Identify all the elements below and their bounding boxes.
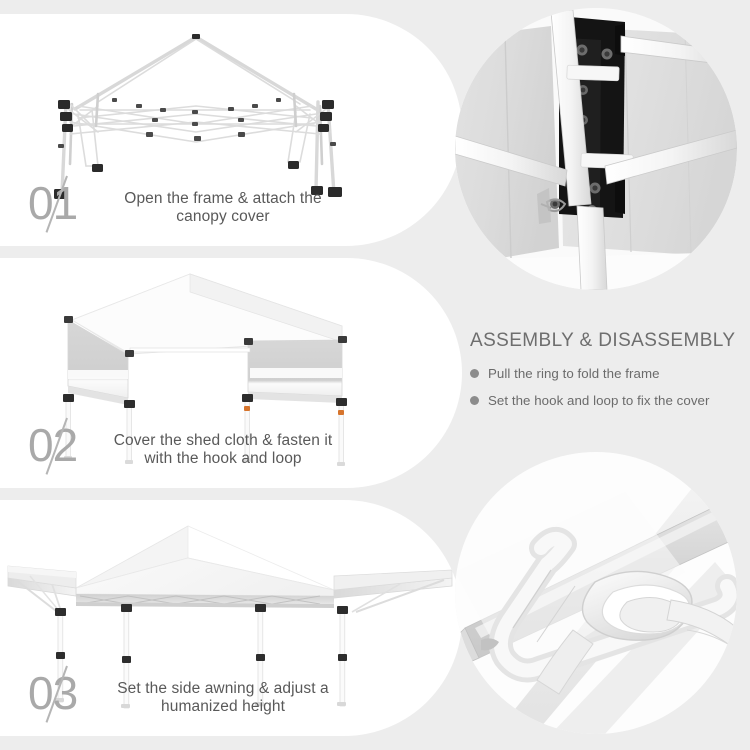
bullet-icon xyxy=(470,369,479,378)
step-number-wrap-03: 03 xyxy=(28,665,92,726)
photo-hook-and-loop-strap-detail xyxy=(455,452,737,734)
step-text-03: Set the side awning & adjust a humanized… xyxy=(117,680,329,715)
assembly-list-item: Pull the ring to fold the frame xyxy=(470,366,745,381)
step-panel-02: 02 Cover the shed cloth & fasten it with… xyxy=(0,258,462,488)
step-text-02: Cover the shed cloth & fasten it with th… xyxy=(113,432,333,467)
step-number-01: 01 xyxy=(28,177,78,229)
step-caption-03: 03 Set the side awning & adjust a humani… xyxy=(28,665,348,726)
assembly-item-text: Set the hook and loop to fix the cover xyxy=(488,393,710,408)
illustration-canopy-with-side-awnings xyxy=(0,500,462,736)
step-number-wrap-02: 02 xyxy=(28,417,92,478)
assembly-list-item: Set the hook and loop to fix the cover xyxy=(470,393,745,408)
illustration-canopy-frame-skeleton: .pole { stroke:#cfcfcf; stroke-width:2.6… xyxy=(0,14,462,246)
step-panel-03: 03 Set the side awning & adjust a humani… xyxy=(0,500,462,736)
assembly-item-text: Pull the ring to fold the frame xyxy=(488,366,660,381)
assembly-section: ASSEMBLY & DISASSEMBLY Pull the ring to … xyxy=(470,330,745,420)
step-caption-01: 01 Open the frame & attach the canopy co… xyxy=(28,175,348,236)
assembly-title: ASSEMBLY & DISASSEMBLY xyxy=(470,330,736,351)
step-panel-01: .pole { stroke:#cfcfcf; stroke-width:2.6… xyxy=(0,14,462,246)
step-number-02: 02 xyxy=(28,419,78,471)
step-text-01: Open the frame & attach the canopy cover xyxy=(124,190,322,225)
illustration-canopy-with-shed-cloth xyxy=(0,258,462,488)
step-number-wrap-01: 01 xyxy=(28,175,92,236)
photo-corner-bracket-detail xyxy=(455,8,737,290)
step-caption-02: 02 Cover the shed cloth & fasten it with… xyxy=(28,417,348,478)
step-number-03: 03 xyxy=(28,667,78,719)
bullet-icon xyxy=(470,396,479,405)
